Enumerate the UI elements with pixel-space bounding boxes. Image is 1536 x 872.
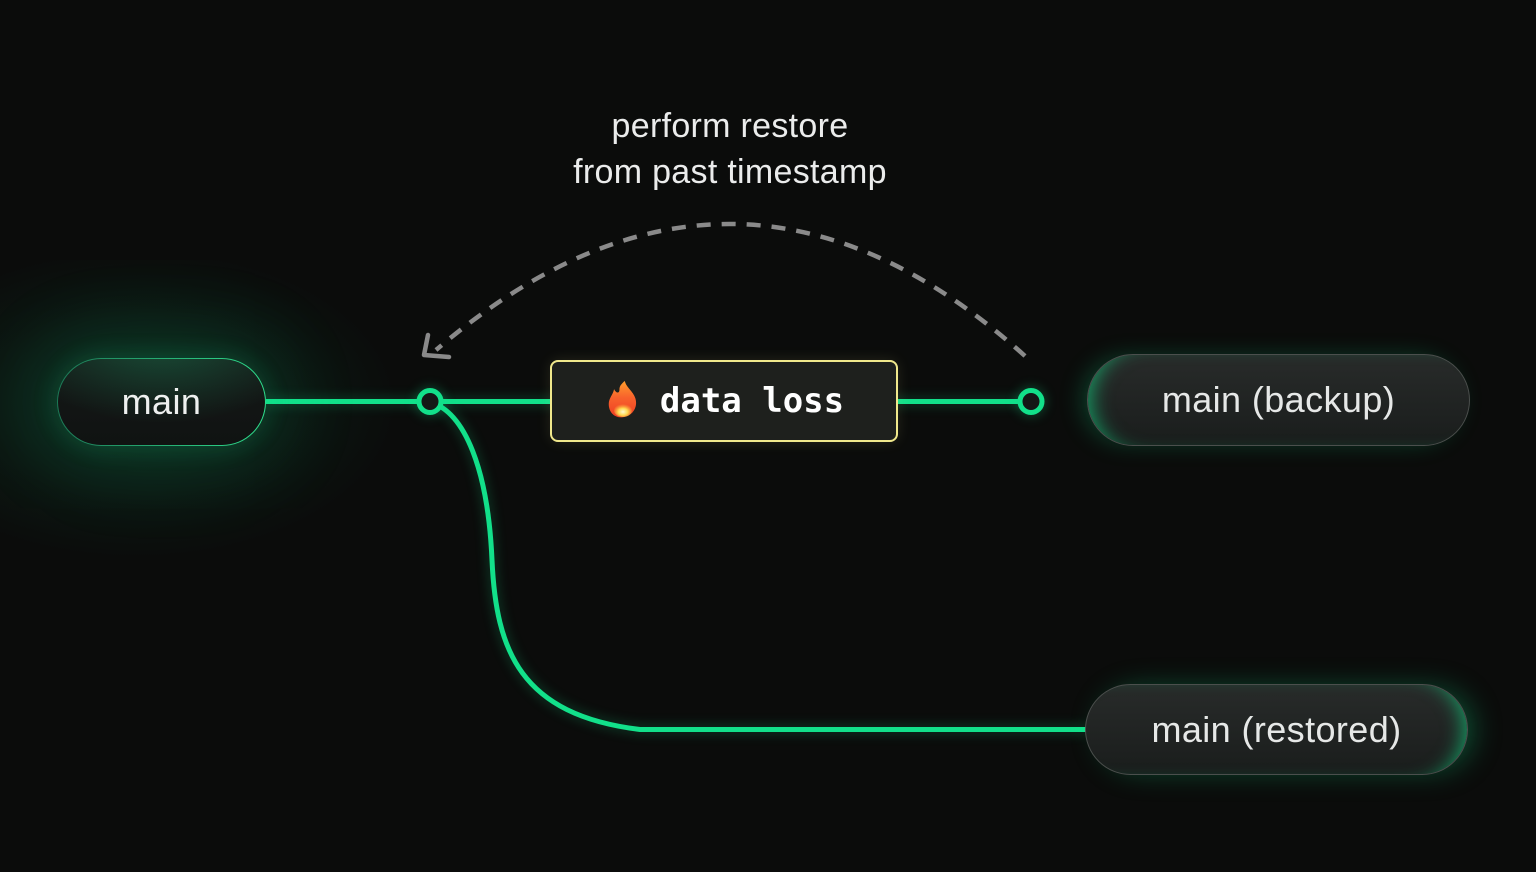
branch-point-node bbox=[416, 388, 444, 415]
backup-point-node bbox=[1017, 388, 1045, 415]
restore-annotation-line1: perform restore bbox=[611, 107, 849, 145]
data-loss-label: data loss bbox=[659, 381, 845, 421]
restore-arc-arrowhead-icon bbox=[421, 332, 452, 360]
branch-node-backup-label: main (backup) bbox=[1161, 379, 1396, 420]
restore-branch-curve bbox=[427, 399, 1088, 732]
restore-annotation-line2: from past timestamp bbox=[573, 153, 887, 191]
branch-node-main: main bbox=[57, 358, 266, 446]
branch-node-restored-label: main (restored) bbox=[1151, 708, 1402, 750]
restore-annotation: perform restore from past timestamp bbox=[430, 103, 1030, 195]
fire-icon bbox=[608, 380, 636, 418]
branch-node-backup: main (backup) bbox=[1087, 354, 1470, 446]
data-loss-event-box: data loss bbox=[550, 360, 898, 442]
branch-node-main-label: main bbox=[121, 381, 202, 422]
branch-node-restored: main (restored) bbox=[1085, 684, 1468, 775]
restore-arc bbox=[434, 221, 1027, 358]
